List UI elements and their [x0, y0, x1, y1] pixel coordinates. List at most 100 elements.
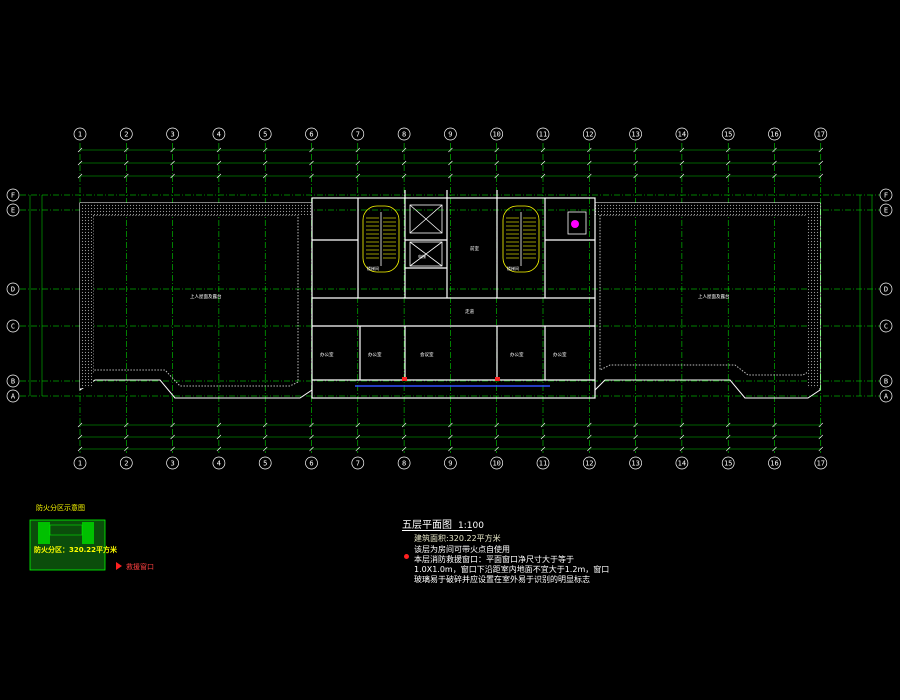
axis-bubble-B-left — [6, 374, 20, 388]
axis-number-11-top: 11 — [539, 131, 547, 139]
magenta-marker — [571, 220, 579, 228]
axis-bubble-4-top — [212, 127, 226, 141]
legend-mark-label: 救援窗口 — [126, 563, 154, 571]
dimension-tick — [772, 446, 777, 452]
axis-bubble-13-bottom — [629, 456, 642, 470]
dimension-tick — [262, 173, 268, 179]
dimension-tick — [818, 422, 824, 428]
axis-bubble-10-top — [490, 127, 504, 141]
axis-bubble-7-bottom — [351, 456, 365, 470]
axis-number-11-bottom: 11 — [539, 460, 547, 468]
axis-number-2-top: 2 — [124, 131, 128, 139]
left-roof-area — [79, 202, 313, 399]
dimension-tick — [77, 446, 83, 452]
axis-bubble-9-bottom — [444, 456, 457, 470]
dimension-tick — [401, 173, 407, 179]
dimension-tick — [633, 160, 638, 166]
dimension-tick — [77, 160, 83, 166]
dimension-tick — [309, 422, 314, 428]
dimension-tick — [772, 147, 777, 153]
dimension-tick — [448, 147, 453, 153]
dimension-tick — [355, 160, 361, 166]
dimension-tick — [448, 446, 453, 452]
axis-letter-C-left: C — [11, 323, 15, 331]
dimension-tick — [448, 173, 453, 179]
dimension-tick — [309, 160, 314, 166]
dimension-tick — [401, 434, 407, 440]
dimension-tick — [540, 434, 546, 440]
dimension-tick — [818, 446, 824, 452]
room-label-elevator: 电梯 — [418, 253, 426, 259]
axis-number-9-top: 9 — [448, 131, 452, 139]
dimension-tick — [262, 434, 268, 440]
axis-letter-E-left: E — [11, 207, 15, 215]
dimension-tick — [725, 173, 731, 179]
axis-number-16-bottom: 16 — [770, 460, 778, 468]
axis-bubble-D-left — [6, 282, 20, 296]
dimension-tick — [587, 147, 592, 153]
axis-number-3-top: 3 — [170, 131, 174, 139]
right-roof-area — [594, 202, 821, 399]
dimension-tick — [170, 173, 175, 179]
note-bullet-icon — [404, 554, 409, 559]
axis-letter-D-right: D — [884, 286, 888, 294]
room-label-room-b: 会议室 — [420, 351, 434, 358]
axis-bubble-2-top — [119, 127, 133, 141]
axis-bubble-16-bottom — [768, 456, 781, 470]
dimension-tick — [679, 434, 685, 440]
axis-bubble-11-top — [536, 127, 550, 141]
axis-bubble-1-top — [73, 127, 87, 141]
dimension-tick — [494, 446, 499, 452]
axis-bubble-17-bottom — [814, 456, 828, 470]
axis-number-3-bottom: 3 — [170, 460, 174, 468]
red-rescue-window-2 — [495, 377, 500, 381]
dimension-tick — [77, 173, 83, 179]
axis-bubble-E-right — [879, 203, 893, 217]
dimension-tick — [124, 147, 129, 153]
axis-bubble-B-right — [879, 374, 893, 388]
note-line-4: 玻璃易于破碎并应设置在室外易于识别的明显标志 — [414, 575, 590, 584]
room-label-hall: 前室 — [470, 245, 479, 252]
dimension-tick — [309, 147, 314, 153]
axis-bubble-4-bottom — [212, 456, 226, 470]
dimension-tick — [818, 434, 824, 440]
dimension-tick — [401, 160, 407, 166]
dimension-tick — [679, 173, 685, 179]
dimension-tick — [262, 422, 268, 428]
dimension-tick — [124, 446, 129, 452]
axis-letter-E-right: E — [884, 207, 888, 215]
axis-bubble-8-top — [397, 127, 411, 141]
room-label-corridor: 走道 — [465, 308, 474, 315]
axis-number-17-bottom: 17 — [817, 460, 825, 468]
dimension-tick — [124, 422, 129, 428]
dimension-tick — [77, 422, 83, 428]
room-label-roof-right: 上人屋面及露台 — [698, 293, 730, 300]
dimension-tick — [679, 160, 685, 166]
drawing-scale: 1:100 — [458, 521, 484, 531]
axis-letter-A-right: A — [884, 393, 889, 401]
axis-bubble-A-left — [6, 389, 20, 403]
red-rescue-window-1 — [402, 377, 407, 381]
axis-letter-B-right: B — [884, 378, 888, 386]
dimension-tick — [355, 173, 361, 179]
dimension-tick — [216, 173, 222, 179]
axis-bubble-17-top — [814, 127, 828, 141]
dimension-tick — [633, 434, 638, 440]
dimension-tick — [587, 173, 592, 179]
dimension-tick — [725, 446, 731, 452]
room-label-stair-1: 楼梯间 — [367, 265, 379, 271]
dimension-tick — [494, 160, 499, 166]
axis-bubble-1-bottom — [73, 456, 87, 470]
fire-zone-legend — [29, 519, 122, 571]
axis-bubble-2-bottom — [119, 456, 133, 470]
axis-bubble-C-right — [879, 319, 893, 333]
axis-bubble-A-right — [879, 389, 893, 403]
axis-number-12-bottom: 12 — [585, 460, 593, 468]
axis-number-2-bottom: 2 — [124, 460, 128, 468]
dimension-tick — [725, 422, 731, 428]
dimension-tick — [540, 173, 546, 179]
dimension-tick — [355, 434, 361, 440]
room-label-room-a: 办公室 — [320, 351, 334, 358]
dimension-tick — [540, 160, 546, 166]
